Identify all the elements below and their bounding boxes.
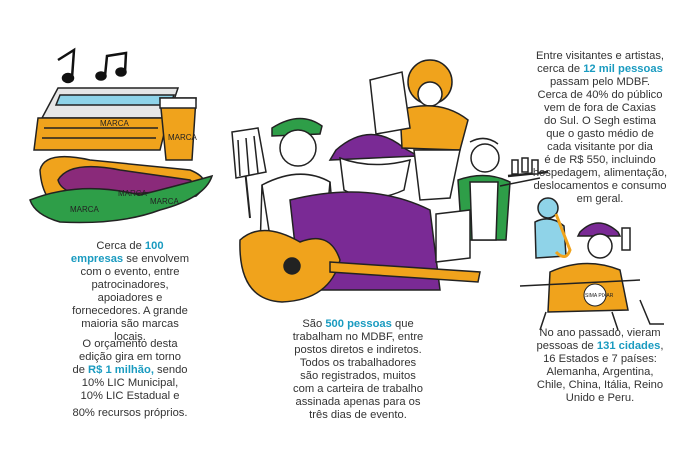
hotdog-brand-2: MARCA — [70, 205, 100, 214]
harmonica-brand: MARCA — [100, 119, 130, 128]
beer-brand: MARCA — [168, 133, 198, 142]
music-notes-icon — [57, 47, 128, 84]
broom-icon — [231, 127, 267, 219]
svg-text:SIMA PIXAR: SIMA PIXAR — [585, 293, 614, 299]
origin-cities-text: No ano passado, vieram pessoas de 131 ci… — [536, 327, 664, 404]
beer-glass-icon: MARCA — [159, 97, 198, 161]
workers-text: São 500 pessoas que trabalham no MDBF, e… — [292, 318, 424, 421]
artist-signature: SIMA PIXAR — [583, 283, 614, 307]
guitarist-figure — [239, 133, 481, 303]
harmonica-icon: MARCA — [33, 87, 180, 151]
hotdog-brand-3: MARCA — [150, 197, 180, 206]
waiter-figure — [435, 137, 549, 263]
own-resources-text: 80% recursos próprios. — [72, 407, 188, 419]
hotdog-brand-1: MARCA — [118, 189, 148, 198]
budget-text: O orçamento desta edição gira em torno d… — [72, 338, 188, 402]
hot-dog-icon: MARCA MARCA MARCA — [29, 155, 214, 224]
seated-artist-figure — [369, 59, 469, 201]
saxophone-player-figure — [534, 197, 572, 259]
visitors-text: Entre visitantes e artistas, cerca de 12… — [532, 50, 668, 205]
companies-text: Cerca de 100 empresas se envolvem com o … — [70, 240, 190, 343]
